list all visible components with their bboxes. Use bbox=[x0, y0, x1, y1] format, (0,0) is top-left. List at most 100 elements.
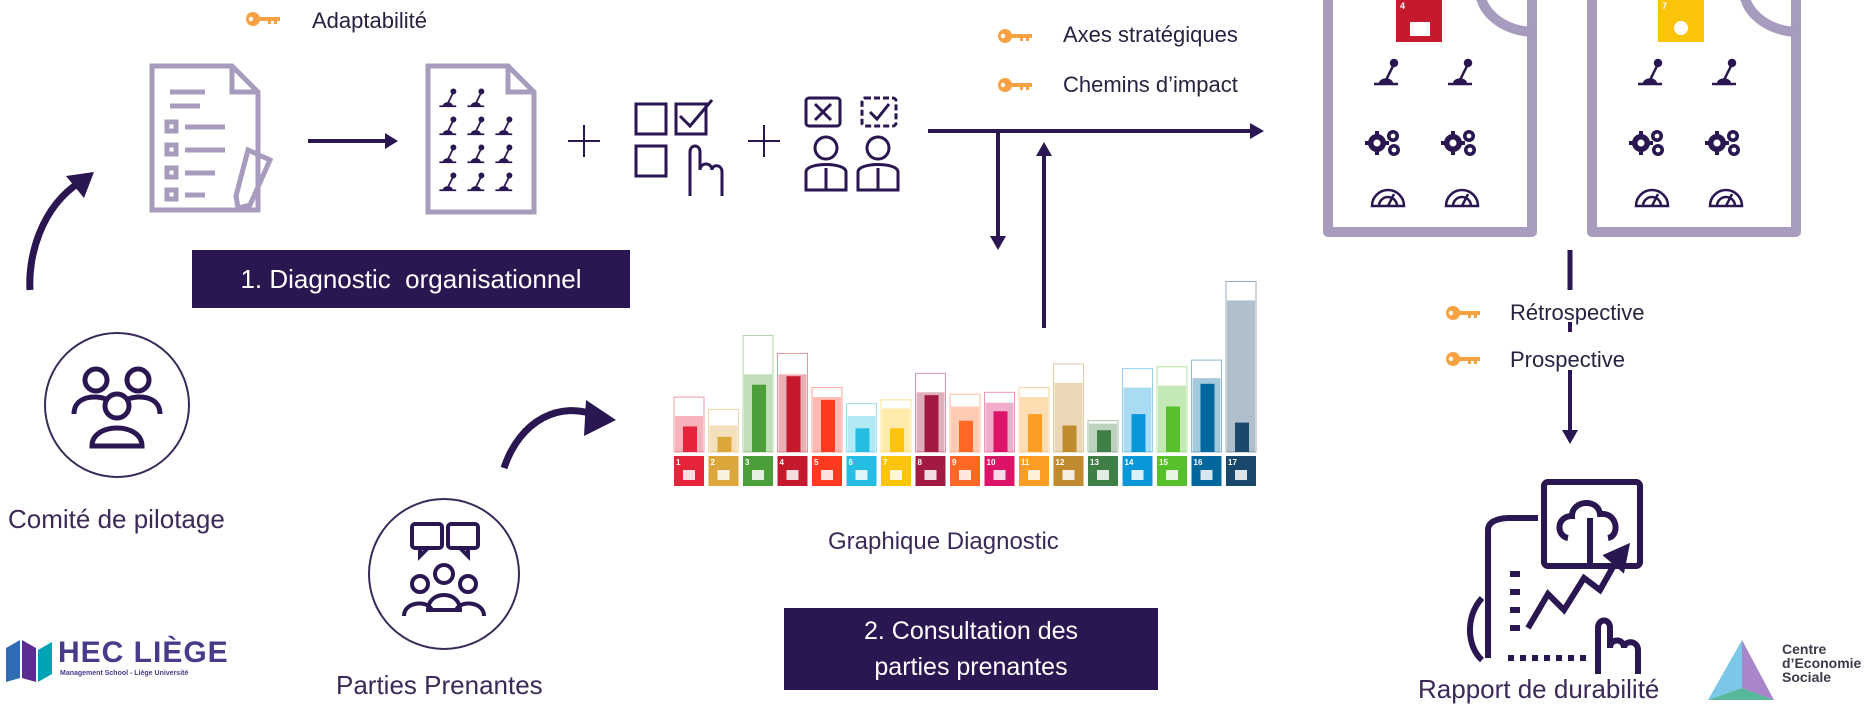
chart-sdg-icon bbox=[993, 470, 1006, 480]
chart-bar-solid bbox=[752, 384, 766, 452]
report-analytics-icon bbox=[1466, 479, 1643, 674]
chart-bar-solid bbox=[1028, 414, 1042, 452]
arrow-down-to-report-icon bbox=[1562, 250, 1578, 444]
consultation-step-box: 2. Consultation des parties prenantes bbox=[784, 608, 1158, 690]
svg-text:4: 4 bbox=[1400, 1, 1405, 11]
arrow-up-icon bbox=[1036, 142, 1052, 328]
chart-bar-solid bbox=[717, 436, 732, 452]
sdg7-document-icon: 7 bbox=[1587, 0, 1801, 237]
arrow-down-icon bbox=[990, 131, 1006, 250]
key-chemins-label: Chemins d’impact bbox=[1063, 72, 1238, 97]
chart-category-label: 1 bbox=[676, 458, 681, 467]
discussion-group-icon bbox=[402, 522, 486, 617]
sdg4-document-icon: 4 bbox=[1323, 0, 1537, 237]
chart-bar-solid bbox=[1200, 383, 1215, 452]
chart-category-label: 10 bbox=[987, 458, 996, 467]
plus-icon bbox=[748, 125, 780, 157]
chart-category-label: 2 bbox=[711, 458, 716, 467]
key-retrospective-label: Rétrospective bbox=[1510, 300, 1645, 325]
process-row bbox=[149, 63, 1264, 250]
report-documents: 4 7 bbox=[1323, 0, 1801, 237]
svg-text:7: 7 bbox=[1662, 1, 1667, 11]
chart-category-label: 6 bbox=[849, 458, 854, 467]
chart-bar-solid bbox=[890, 428, 904, 452]
comite-label: Comité de pilotage bbox=[8, 504, 225, 534]
chart-sdg-icon bbox=[1200, 470, 1213, 480]
levers-document-icon bbox=[425, 63, 537, 215]
curved-arrow-up-icon bbox=[26, 172, 94, 291]
key-icon bbox=[1446, 352, 1480, 366]
feedback-people-icon bbox=[804, 96, 900, 192]
ces-line1: Centre bbox=[1782, 641, 1827, 657]
checkbox-selection-icon bbox=[634, 99, 724, 196]
diagnostic-step-box: 1. Diagnostic organisationnel bbox=[192, 250, 630, 308]
hec-logo: HEC LIÈGE Management School - Liège Univ… bbox=[6, 636, 228, 686]
chart-category-label: 7 bbox=[883, 458, 888, 467]
key-axes-label: Axes stratégiques bbox=[1063, 22, 1238, 47]
chart-bar-solid bbox=[924, 395, 939, 452]
chart-bar-solid bbox=[959, 420, 973, 452]
chart-sdg-icon bbox=[821, 470, 833, 480]
chart-bar-solid bbox=[683, 426, 697, 452]
key-prospective-label: Prospective bbox=[1510, 347, 1625, 372]
comite-circle bbox=[44, 332, 190, 478]
chart-sdg-icon bbox=[717, 470, 730, 480]
checklist-document-icon bbox=[149, 63, 274, 213]
arrow-to-report-icon bbox=[928, 123, 1264, 139]
key-adaptabilite-label: Adaptabilité bbox=[312, 8, 427, 33]
diagnostic-step-label: 1. Diagnostic organisationnel bbox=[240, 264, 582, 294]
chart-category-label: 15 bbox=[1159, 458, 1168, 467]
curved-arrow-right-icon bbox=[500, 400, 616, 470]
chart-category-label: 12 bbox=[1056, 458, 1065, 467]
hec-logo-title: HEC LIÈGE bbox=[58, 636, 229, 669]
chart-bar-solid bbox=[786, 376, 801, 452]
chart-bar-solid bbox=[993, 411, 1008, 452]
chart-category-label: 9 bbox=[952, 458, 957, 467]
chart-bar-solid bbox=[1062, 425, 1077, 452]
chart-bar-solid bbox=[1097, 430, 1111, 452]
arrow-right-icon bbox=[308, 133, 398, 149]
chart-bar-solid bbox=[1131, 414, 1146, 452]
hec-logo-subtitle: Management School - Liège Université bbox=[60, 670, 189, 677]
chart-bar-solid bbox=[855, 428, 870, 452]
chart-sdg-icon bbox=[1235, 470, 1247, 480]
chart-sdg-icon bbox=[890, 470, 902, 480]
chart-sdg-icon bbox=[683, 470, 695, 480]
consultation-step-line2: parties prenantes bbox=[874, 653, 1068, 681]
chart-sdg-icon bbox=[1062, 470, 1075, 480]
chart-sdg-icon bbox=[855, 470, 868, 480]
chart-category-label: 17 bbox=[1228, 458, 1237, 467]
chart-sdg-icon bbox=[1131, 470, 1144, 480]
ces-logo-mark bbox=[1708, 640, 1774, 700]
chart-sdg-icon bbox=[1166, 470, 1178, 480]
chart-category-label: 3 bbox=[745, 458, 750, 467]
chart-category-label: 8 bbox=[918, 458, 923, 467]
hec-logo-mark bbox=[6, 640, 52, 682]
chart-bar-solid bbox=[1235, 422, 1249, 452]
key-icon bbox=[1446, 306, 1480, 320]
key-retrospective bbox=[1444, 306, 1484, 327]
chart-category-label: 13 bbox=[1090, 458, 1099, 467]
ces-line2: d’Economie bbox=[1782, 655, 1862, 671]
chart-sdg-icon bbox=[924, 470, 937, 480]
chart-category-label: 4 bbox=[780, 458, 785, 467]
chart-category-label: 14 bbox=[1125, 458, 1134, 467]
chart-sdg-icon bbox=[1028, 470, 1040, 480]
chart-bar-solid bbox=[821, 399, 835, 452]
consultation-step-line1: 2. Consultation des bbox=[863, 617, 1079, 645]
chart-category-label: 11 bbox=[1021, 458, 1030, 467]
chart-sdg-icon bbox=[786, 470, 799, 480]
chart-sdg-icon bbox=[752, 470, 764, 480]
key-prospective bbox=[1444, 352, 1484, 373]
chart-category-label: 5 bbox=[814, 458, 819, 467]
parties-circle bbox=[368, 498, 520, 650]
graphique-label: Graphique Diagnostic bbox=[828, 528, 1059, 555]
plus-icon bbox=[568, 125, 600, 157]
parties-label: Parties Prenantes bbox=[336, 670, 543, 700]
chart-sdg-icon bbox=[959, 470, 971, 480]
rapport-label: Rapport de durabilité bbox=[1418, 674, 1660, 704]
chart-category-label: 16 bbox=[1194, 458, 1203, 467]
ces-logo: Centre d’Economie Sociale bbox=[1706, 636, 1866, 706]
chart-bar-solid bbox=[1166, 406, 1180, 452]
